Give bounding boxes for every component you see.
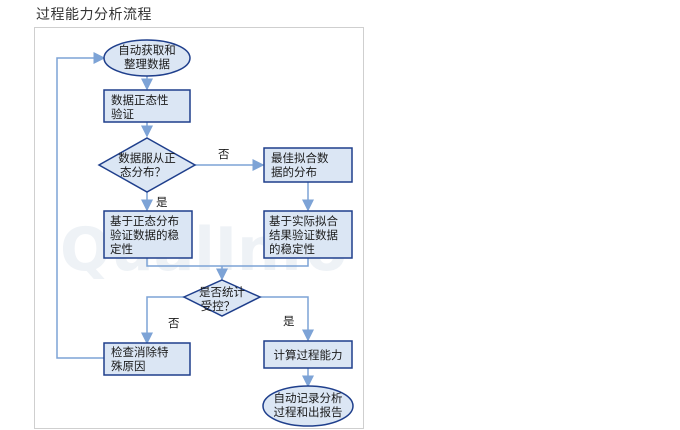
- node-best-fit-line2: 据的分布: [271, 165, 317, 179]
- node-stability-fit-shape: [263, 210, 353, 259]
- node-stability-fit-line2: 结果验证数据: [269, 228, 338, 242]
- node-report-shape: [262, 385, 354, 427]
- node-verify-line1: 数据正态性: [111, 93, 169, 107]
- node-decision-normal-line2: 态分布？: [120, 165, 166, 179]
- edge-label-control-no: 否: [168, 316, 180, 330]
- node-calc-capability-shape: [263, 340, 353, 369]
- node-start-line2: 整理数据: [124, 57, 170, 71]
- node-decision-control-shape: [182, 279, 262, 317]
- node-decision-control-line2: 受控？: [201, 299, 236, 313]
- node-report-line1: 自动记录分析: [274, 391, 343, 405]
- node-verify-shape: [103, 89, 191, 123]
- node-special-cause-line2: 殊原因: [111, 359, 146, 373]
- node-calc-capability-line1: 计算过程能力: [274, 348, 343, 362]
- node-decision-normal-shape: [97, 137, 197, 193]
- edge-stabilities-merge: [146, 258, 309, 267]
- node-verify-line2: 验证: [111, 107, 134, 121]
- node-report-line2: 过程和出报告: [274, 405, 343, 419]
- node-best-fit-shape: [263, 147, 353, 183]
- node-stability-normal-shape: [103, 210, 193, 259]
- edge-label-control-yes: 是: [283, 314, 295, 328]
- edge-control-yes-to-calc: [260, 296, 314, 342]
- node-decision-normal-line1: 数据服从正: [118, 151, 176, 165]
- node-stability-fit-line3: 的稳定性: [269, 242, 315, 256]
- node-best-fit-line1: 最佳拟合数: [271, 151, 329, 165]
- node-stability-normal-line2: 验证数据的稳: [110, 228, 179, 242]
- edge-label-normal-yes: 是: [156, 195, 168, 209]
- page-title: 过程能力分析流程: [36, 7, 152, 23]
- node-start-shape: [103, 39, 191, 77]
- node-stability-normal-line1: 基于正态分布: [110, 214, 179, 228]
- edge-label-normal-no: 否: [218, 147, 230, 161]
- edge-control-no-to-special: [141, 296, 184, 345]
- node-decision-control-line1: 是否统计: [199, 285, 245, 299]
- node-special-cause-line1: 检查消除特: [111, 345, 169, 359]
- node-start-line1: 自动获取和: [118, 43, 176, 57]
- node-stability-fit-line1: 基于实际拟合: [269, 214, 338, 228]
- edge-loop-back-to-start: [56, 52, 106, 359]
- node-stability-normal-line3: 定性: [110, 242, 133, 256]
- node-special-cause-shape: [103, 342, 191, 376]
